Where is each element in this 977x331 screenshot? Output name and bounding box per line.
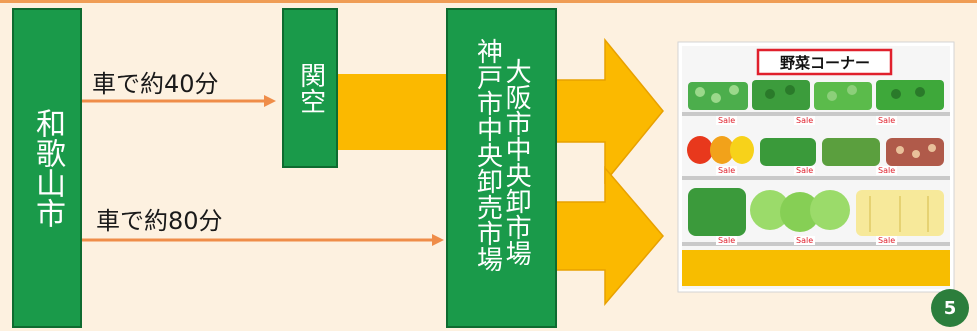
osaka-market-label: 大阪市中央卸市場 xyxy=(501,58,532,266)
shelf-sign-text: 野菜コーナー xyxy=(779,54,870,72)
wakayama-city-box: 和歌山市 xyxy=(12,8,82,328)
page-number-badge: 5 xyxy=(931,289,969,327)
kanku-label: 関空 xyxy=(295,62,326,114)
price-tag: Sale xyxy=(876,236,898,245)
lower-flow-arrow xyxy=(554,165,664,307)
price-tag: Sale xyxy=(794,236,816,245)
route-label-80min: 車で約80分 xyxy=(96,207,223,235)
top-border-line xyxy=(0,0,977,3)
vegetables-row-3 xyxy=(688,188,944,236)
price-tag: Sale xyxy=(716,236,738,245)
markets-box: 神戸市中央卸売市場 大阪市中央卸市場 xyxy=(446,8,557,328)
upper-flow-arrow xyxy=(554,37,664,185)
price-tag: Sale xyxy=(716,166,738,175)
route-arrowhead-40 xyxy=(264,95,276,107)
price-tag: Sale xyxy=(794,166,816,175)
shelf-sign-frame xyxy=(756,48,893,76)
price-tag: Sale xyxy=(716,116,738,125)
price-tag: Sale xyxy=(876,116,898,125)
shelf-base xyxy=(682,250,950,286)
route-arrowhead-80 xyxy=(432,234,444,246)
wakayama-city-label: 和歌山市 xyxy=(30,108,65,228)
kobe-market-label: 神戸市中央卸売市場 xyxy=(472,38,503,272)
price-tag: Sale xyxy=(794,116,816,125)
vegetables-row-2 xyxy=(687,136,944,166)
greens-row-1 xyxy=(688,80,944,110)
route-label-40min: 車で約40分 xyxy=(92,70,219,98)
kanku-to-market-band xyxy=(336,74,448,150)
kanku-box: 関空 xyxy=(282,8,338,168)
price-tag: Sale xyxy=(876,166,898,175)
